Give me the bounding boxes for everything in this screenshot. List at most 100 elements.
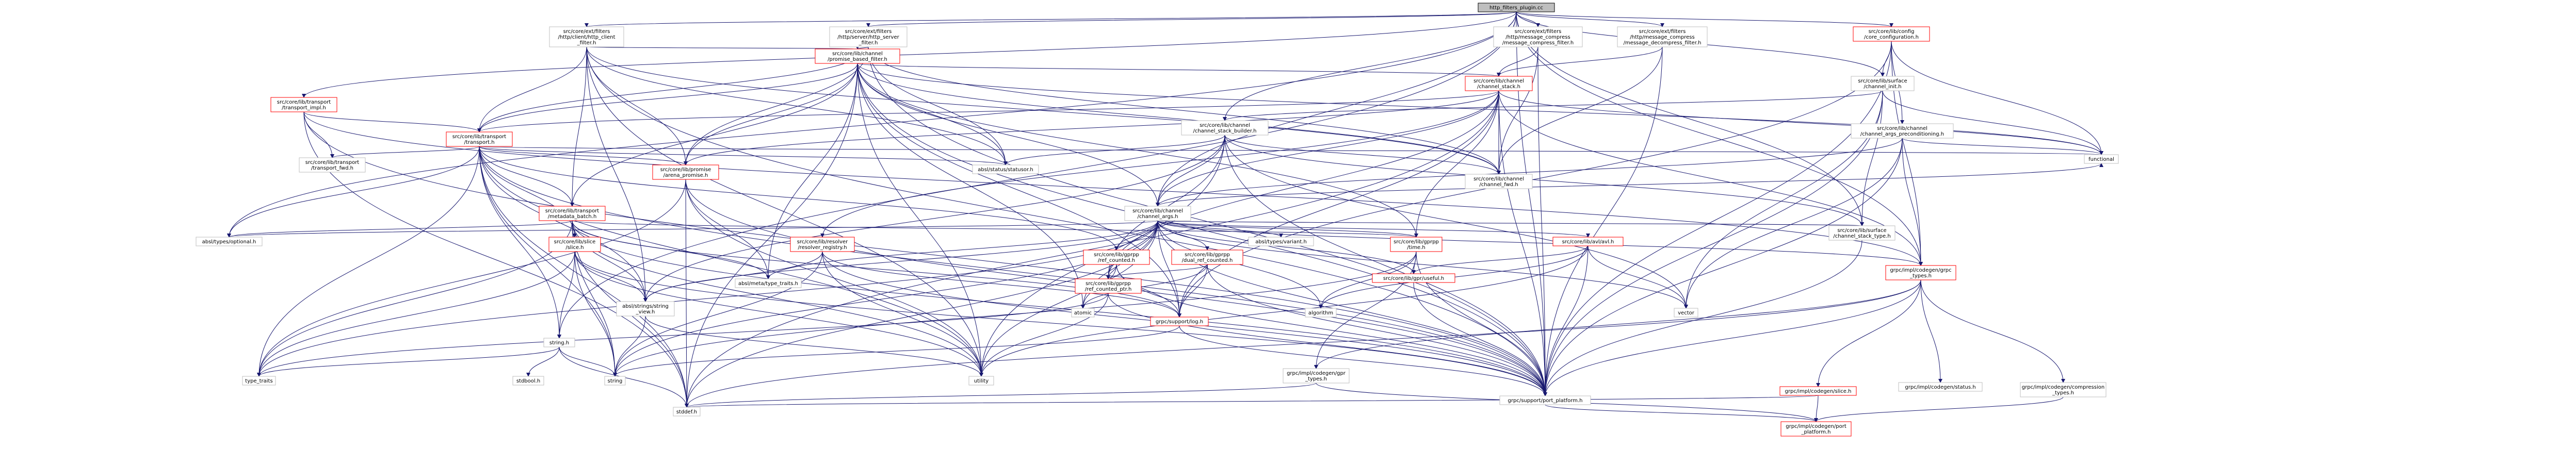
node-channel-stack[interactable]: src/core/lib/channel/channel_stack.h xyxy=(1465,76,1533,91)
edge-root-to-channel_args xyxy=(1156,11,1517,207)
edge-grpc_types-to-codegen_slice xyxy=(1816,279,1921,387)
node-promise-filter[interactable]: src/core/lib/channel/promise_based_filte… xyxy=(815,48,900,64)
edge-transport-to-port_platform xyxy=(479,146,1547,396)
node-stack-builder[interactable]: src/core/lib/channel/channel_stack_build… xyxy=(1181,120,1269,136)
edge-string_h-to-stdbool xyxy=(526,346,560,377)
node-transport[interactable]: src/core/lib/transport/transport.h xyxy=(446,131,513,147)
node-label-line: /channel_init.h xyxy=(1864,84,1901,90)
node-absl-optional[interactable]: absl/types/optional.h xyxy=(196,237,263,246)
node-label-line: src/core/lib/slice xyxy=(554,239,596,245)
node-type-traits[interactable]: type_traits xyxy=(242,376,276,386)
node-codegen-status[interactable]: grpc/impl/codegen/status.h xyxy=(1898,382,1983,392)
node-label-line: src/core/lib/transport xyxy=(277,99,331,105)
node-client-filter[interactable]: src/core/ext/filters/http/client/http_cl… xyxy=(549,26,624,47)
node-label-line: /http/message_compress xyxy=(1505,35,1570,40)
edge-promise_filter-to-channel_stack xyxy=(857,63,1501,77)
edge-slice-to-type_traits xyxy=(257,251,575,377)
node-label-line: src/core/lib/transport xyxy=(545,208,600,214)
node-useful[interactable]: src/core/lib/gpr/useful.h xyxy=(1372,273,1455,283)
edge-promise_filter-to-status_or xyxy=(857,63,1008,165)
edge-grpc_types-to-codegen_status xyxy=(1920,279,1942,383)
node-label-line: src/core/lib/channel xyxy=(832,51,883,57)
node-gprpp-time[interactable]: src/core/lib/gprpp/time.h xyxy=(1390,237,1443,252)
node-utility[interactable]: utility xyxy=(968,376,994,386)
node-slice[interactable]: src/core/lib/slice/slice.h xyxy=(548,237,601,252)
node-string-h[interactable]: string.h xyxy=(543,338,575,347)
node-label-line: /dual_ref_counted.h xyxy=(1182,258,1233,263)
edge-compress_filter-to-channel_stack xyxy=(1497,46,1538,77)
node-vector[interactable]: vector xyxy=(1674,308,1698,318)
edge-slice-to-string_view xyxy=(574,251,647,302)
node-gpr-types[interactable]: grpc/impl/codegen/gpr_types.h xyxy=(1283,368,1350,384)
node-codegen-slice[interactable]: grpc/impl/codegen/slice.h xyxy=(1779,386,1857,396)
node-stddef[interactable]: stddef.h xyxy=(673,407,701,417)
edge-ref_counted_ptr-to-utility xyxy=(979,293,1109,377)
node-server-filter[interactable]: src/core/ext/filters/http/server/http_se… xyxy=(829,26,908,47)
node-support-log[interactable]: grpc/support/log.h xyxy=(1150,317,1209,326)
node-transport-impl[interactable]: src/core/lib/transport/transport_impl.h xyxy=(270,97,337,112)
node-dual-ref-counted[interactable]: src/core/lib/gprpp/dual_ref_counted.h xyxy=(1171,250,1243,265)
node-decompress-filter[interactable]: src/core/ext/filters/http/message_compre… xyxy=(1617,26,1708,47)
node-label-line: /resolver_registry.h xyxy=(798,245,847,251)
edge-grpc_types-to-stddef xyxy=(685,279,1921,408)
node-label-line: src/core/lib/gprpp xyxy=(1394,239,1439,245)
node-label-line: src/core/ext/filters xyxy=(845,29,892,35)
edge-transport_impl-to-transport xyxy=(303,111,481,132)
node-stack-type[interactable]: src/core/lib/surface/channel_stack_type.… xyxy=(1828,225,1895,241)
node-atomic[interactable]: atomic xyxy=(1071,308,1095,318)
node-arena-promise[interactable]: src/core/lib/promise/arena_promise.h xyxy=(652,164,719,180)
node-label-line: src/core/lib/surface xyxy=(1837,228,1886,234)
edge-promise_filter-to-channel_args xyxy=(857,63,1160,207)
node-channel-args[interactable]: src/core/lib/channel/channel_args.h xyxy=(1124,206,1191,221)
node-algorithm[interactable]: algorithm xyxy=(1305,308,1337,318)
node-label-line: _types.h xyxy=(1909,273,1932,279)
node-absl-meta[interactable]: absl/meta/type_traits.h xyxy=(735,278,802,288)
node-surface-channel-init[interactable]: src/core/lib/surface/channel_init.h xyxy=(1851,76,1915,91)
edge-root-to-core_config xyxy=(1516,11,1893,27)
edge-root-to-compress_filter xyxy=(1516,11,1540,27)
edge-channel_stack-to-gprpp_time xyxy=(1414,90,1499,238)
edge-metadata_batch-to-port_platform xyxy=(572,220,1547,396)
node-transport-fwd[interactable]: src/core/lib/transport/transport_fwd.h xyxy=(299,157,366,173)
node-label-line: _filter.h xyxy=(577,40,596,46)
node-channel-fwd[interactable]: src/core/lib/channel/channel_fwd.h xyxy=(1465,174,1533,189)
node-metadata-batch[interactable]: src/core/lib/transport/metadata_batch.h xyxy=(539,206,606,221)
edge-slice-to-port_platform xyxy=(574,251,1547,396)
edge-root-to-absl_optional xyxy=(227,11,1517,238)
edge-avl-to-vector xyxy=(1587,245,1688,309)
edge-root-to-grpc_types xyxy=(1516,11,1923,266)
node-label-line: /metadata_batch.h xyxy=(548,214,597,220)
node-stdbool[interactable]: stdbool.h xyxy=(512,376,544,386)
node-ref-counted-ptr[interactable]: src/core/lib/gprpp/ref_counted_ptr.h xyxy=(1075,278,1142,294)
node-label-line: /http/server/http_server xyxy=(837,35,899,40)
node-port-platform[interactable]: grpc/support/port_platform.h xyxy=(1499,395,1591,405)
node-ref-counted[interactable]: src/core/lib/gprpp/ref_counted.h xyxy=(1083,250,1150,265)
node-core-config[interactable]: src/core/lib/config/core_configuration.h xyxy=(1853,26,1930,42)
node-root[interactable]: http_filters_plugin.cc xyxy=(1478,3,1555,12)
node-label-line: /transport_fwd.h xyxy=(311,165,353,171)
node-compress-filter[interactable]: src/core/ext/filters/http/message_compre… xyxy=(1493,26,1583,47)
node-string[interactable]: string xyxy=(604,376,626,386)
node-grpc-types[interactable]: grpc/impl/codegen/grpc_types.h xyxy=(1885,265,1956,280)
node-avl[interactable]: src/core/lib/avl/avl.h xyxy=(1552,237,1624,246)
edge-args_precond-to-vector xyxy=(1684,138,1903,309)
node-resolver-registry[interactable]: src/core/lib/resolver/resolver_registry.… xyxy=(790,237,855,252)
edge-decompress_filter-to-channel_stack xyxy=(1497,46,1663,77)
edge-surface_channel_init-to-stack_builder xyxy=(1223,90,1883,121)
edge-transport-to-functional xyxy=(479,146,2102,155)
edge-client_filter-to-port_platform xyxy=(586,46,1547,396)
edge-gprpp_time-to-gpr_types xyxy=(1314,251,1417,369)
node-codegen-port-platform[interactable]: grpc/impl/codegen/port_platform.h xyxy=(1780,421,1852,437)
node-absl-variant[interactable]: absl/types/variant.h xyxy=(1248,237,1314,246)
node-codegen-compression[interactable]: grpc/impl/codegen/compression_types.h xyxy=(2020,382,2107,397)
node-label-line: atomic xyxy=(1074,310,1092,316)
node-label-line: /ref_counted_ptr.h xyxy=(1085,287,1132,292)
edge-args_precond-to-functional xyxy=(1902,138,2103,155)
edge-resolver_registry-to-support_log xyxy=(822,251,1181,318)
node-functional[interactable]: functional xyxy=(2084,154,2119,164)
edge-grpc_types-to-port_platform xyxy=(1543,279,1921,396)
node-string-view[interactable]: absl/strings/string_view.h xyxy=(616,301,675,317)
node-status-or[interactable]: absl/status/statusor.h xyxy=(972,164,1039,174)
node-args-precond[interactable]: src/core/lib/channel/channel_args_precon… xyxy=(1851,123,1954,139)
node-label-line: type_traits xyxy=(245,378,272,384)
